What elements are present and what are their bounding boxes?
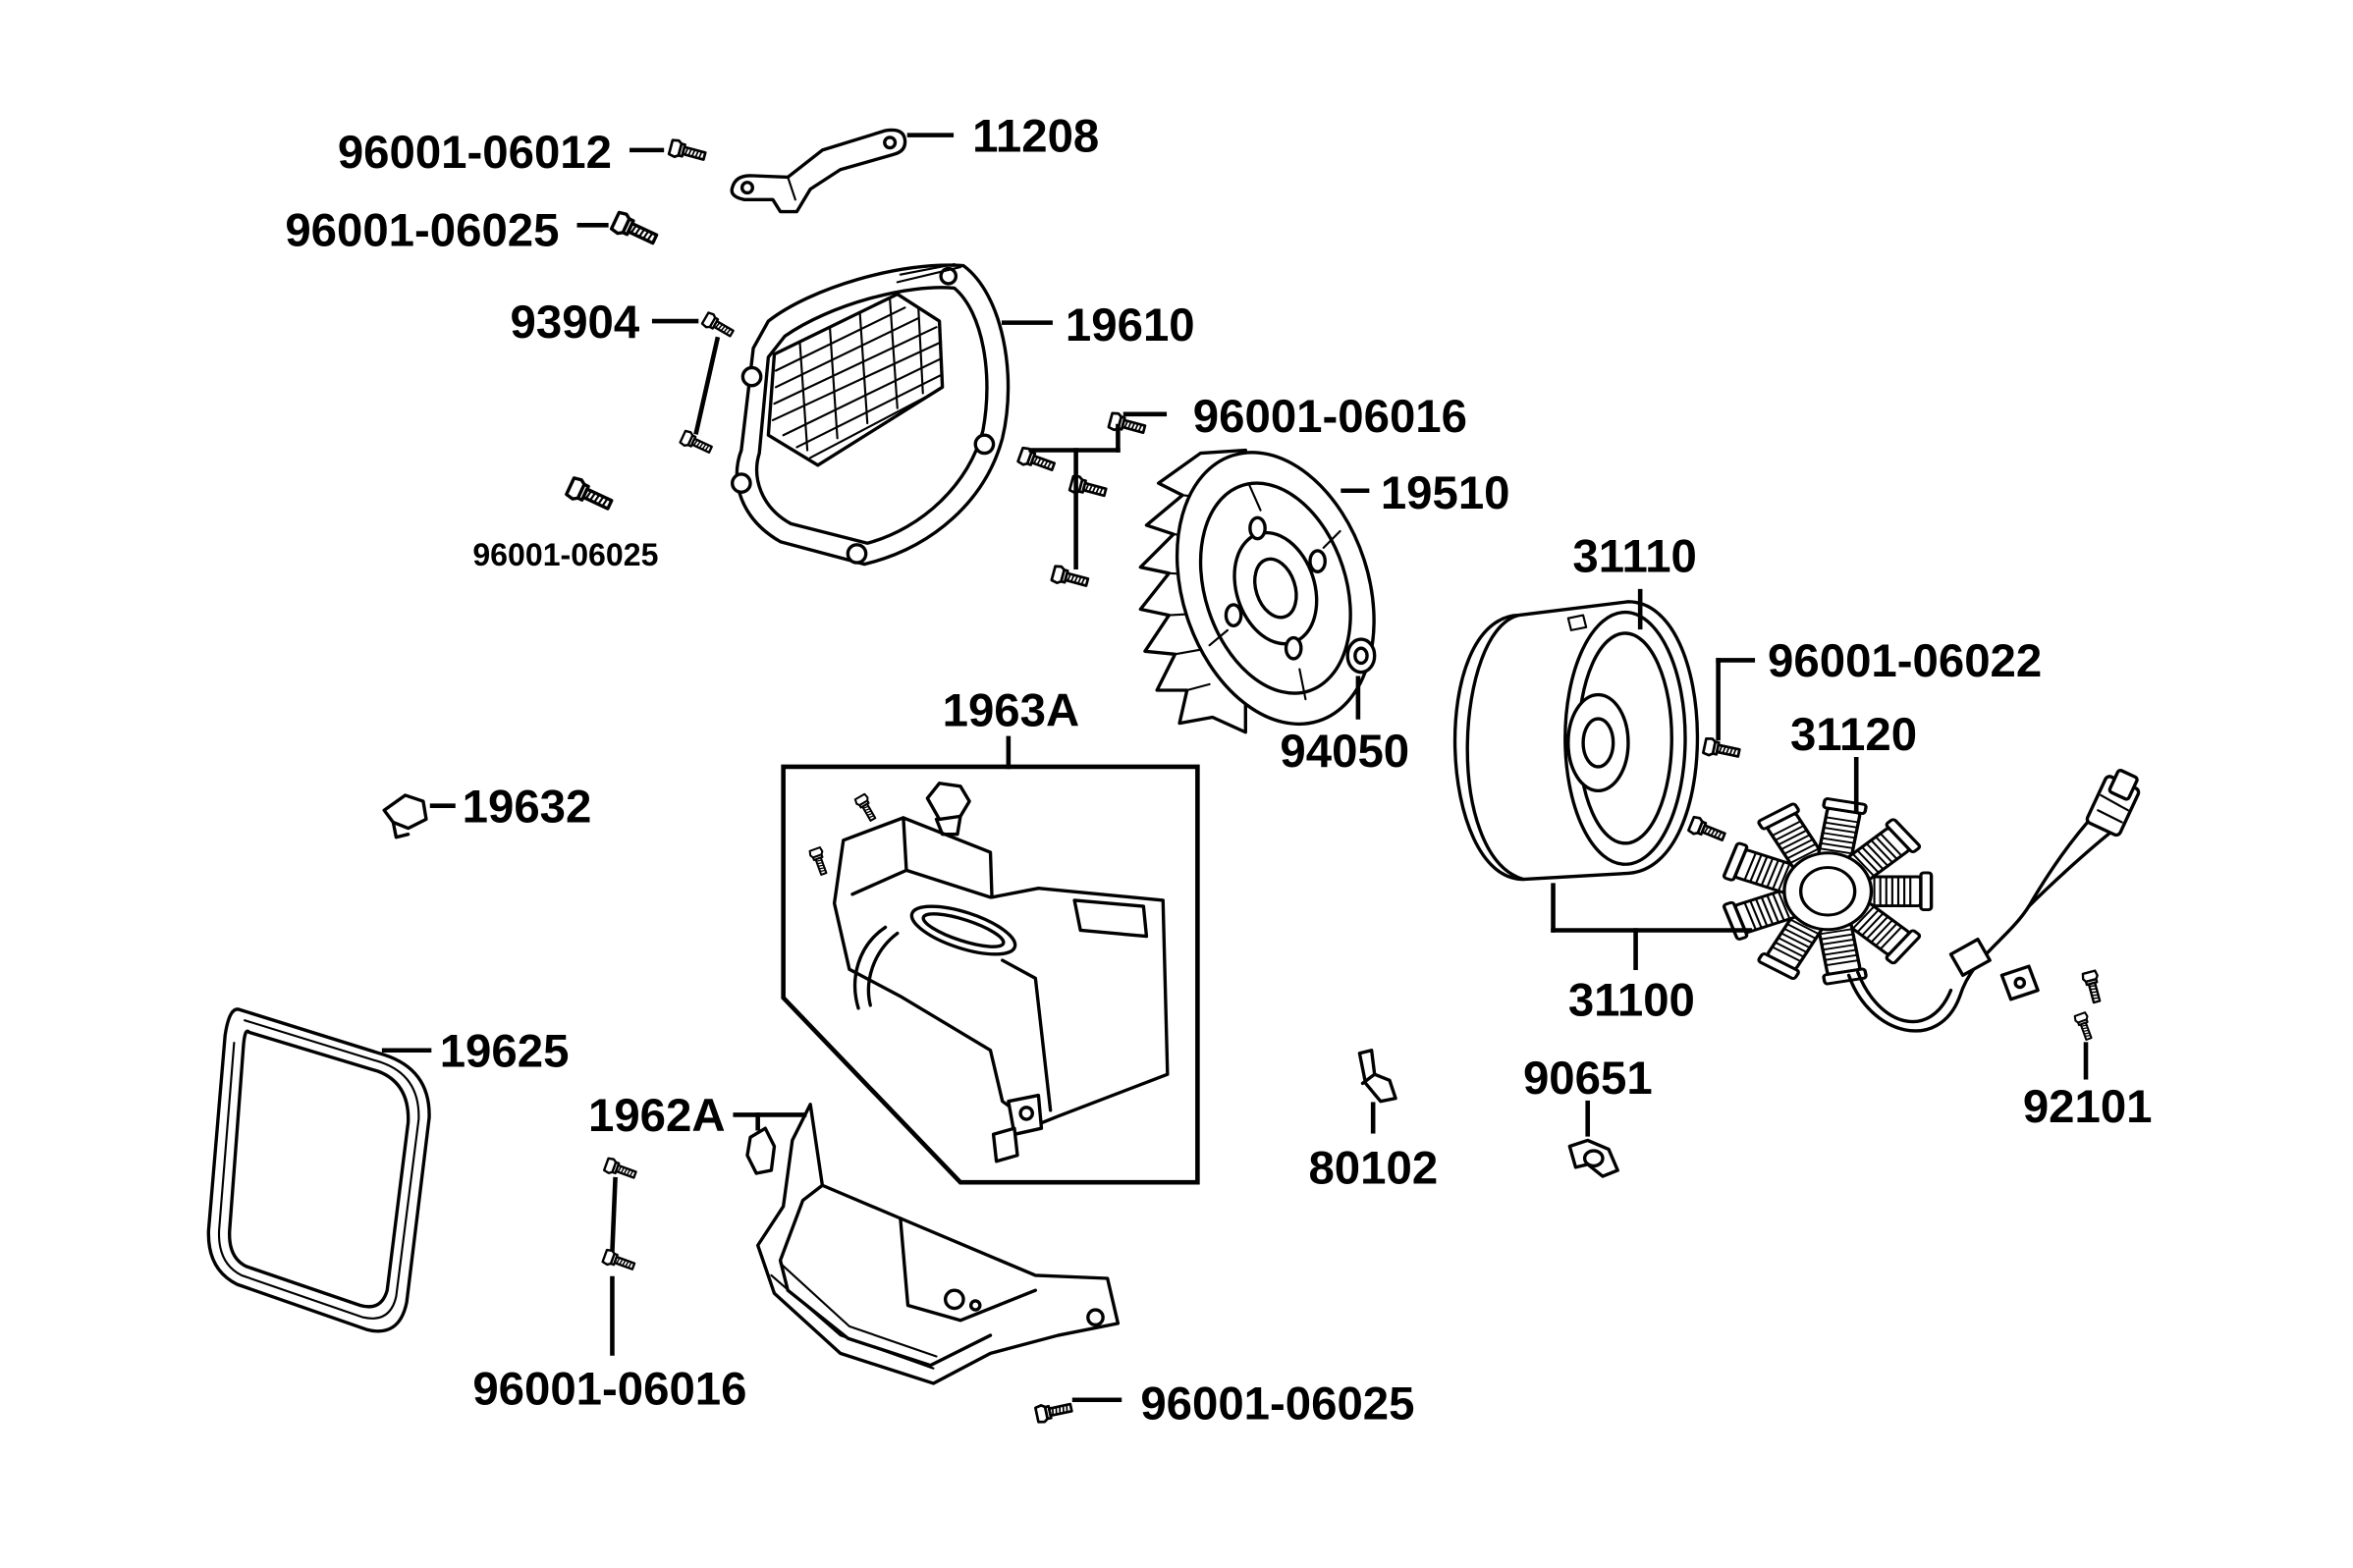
cooling-fan-19510 (1138, 448, 1376, 734)
rod-93904 (693, 336, 721, 435)
leader-line-31100 (1551, 883, 1753, 970)
label-31120: 31120 (1790, 709, 1917, 761)
label-96001-06012: 96001-06012 (338, 127, 612, 179)
clamp-90651 (1567, 1138, 1619, 1178)
label-19610: 19610 (1066, 299, 1195, 351)
label-19632: 19632 (463, 781, 592, 833)
clip-80102 (1357, 1049, 1397, 1104)
label-96001-06016-top: 96001-06016 (1193, 391, 1467, 443)
leader-line-96001-06022 (1716, 658, 1756, 741)
label-1962A: 1962A (588, 1090, 726, 1142)
clip-19632 (382, 793, 428, 839)
leader-line-1962A (733, 1112, 807, 1131)
label-96001-06025-top: 96001-06025 (285, 205, 559, 257)
stator-pole (1865, 871, 1934, 912)
stator-wire (1856, 970, 1953, 1024)
label-92101: 92101 (2023, 1081, 2153, 1133)
stator-31120 (1722, 768, 2141, 1033)
label-11208: 11208 (972, 110, 1099, 162)
stator-wire (2027, 826, 2118, 908)
label-1963A: 1963A (943, 685, 1080, 737)
clip-1963A (925, 782, 971, 837)
fan-cover-19610 (731, 262, 1011, 567)
rod-96001-06016-bottom (610, 1176, 618, 1254)
label-19510: 19510 (1381, 467, 1510, 519)
label-90651: 90651 (1523, 1053, 1653, 1105)
leader-line-96001-06016 (1028, 411, 1168, 569)
label-19625: 19625 (440, 1026, 570, 1078)
label-31110: 31110 (1572, 530, 1696, 582)
ground-terminal (1948, 937, 2040, 1001)
fan-cover-grille (766, 292, 945, 467)
stator-connector (2085, 768, 2141, 838)
nut-94050 (1345, 637, 1377, 675)
label-96001-06022: 96001-06022 (1768, 635, 2042, 687)
label-80102: 80102 (1308, 1143, 1438, 1195)
lower-shroud-1962A (755, 1103, 1121, 1385)
gasket-19625 (206, 1007, 431, 1333)
air-duct-1963A (832, 816, 1170, 1163)
kit-box-1963A (781, 764, 1200, 1185)
clip-1962A (745, 1126, 777, 1175)
label-31100: 31100 (1568, 975, 1695, 1027)
label-93904: 93904 (511, 297, 640, 349)
flywheel-31110 (1452, 600, 1700, 882)
label-96001-06025-small: 96001-06025 (472, 537, 658, 572)
bracket-11208 (730, 128, 907, 214)
label-96001-06016-bottom: 96001-06016 (472, 1363, 746, 1415)
label-96001-06025-bottom: 96001-06025 (1140, 1379, 1414, 1431)
label-94050: 94050 (1280, 726, 1409, 778)
